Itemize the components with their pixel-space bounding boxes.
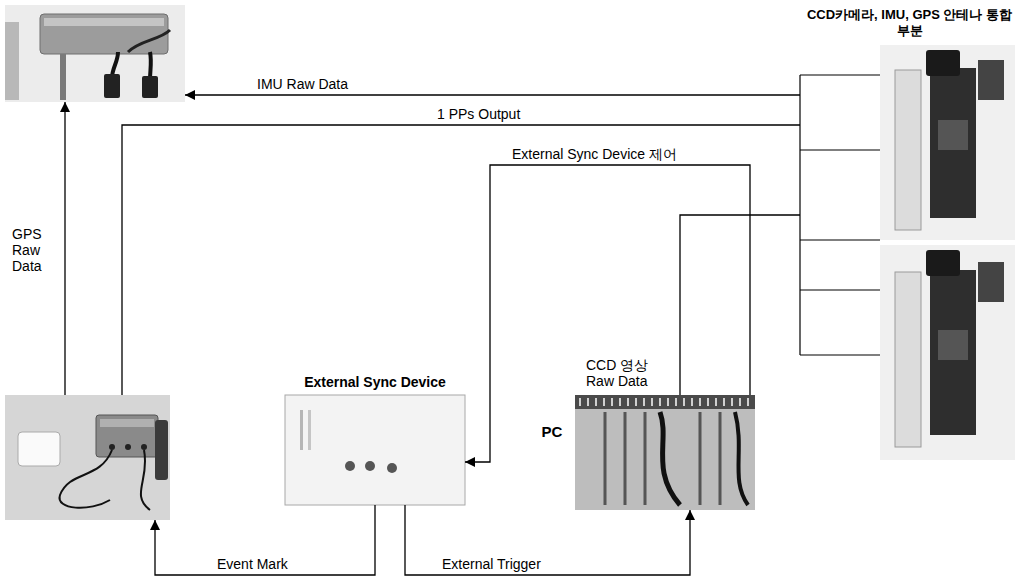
- photo-ground: [880, 245, 1015, 460]
- photo-ground: [5, 395, 170, 520]
- pc-photo: [575, 395, 755, 510]
- camera-body: [930, 68, 976, 218]
- imu-block: [978, 60, 1004, 100]
- signal-label: 1 PPs Output: [435, 106, 522, 122]
- port: [109, 444, 115, 450]
- camera-lens: [926, 50, 960, 76]
- sensor-unit-group: CCD카메라, IMU, GPS 안테나 통합부분: [800, 5, 1015, 465]
- cable: [660, 412, 680, 505]
- wire: [800, 289, 880, 290]
- imu-block: [978, 262, 1004, 302]
- signal-label: External Trigger: [440, 556, 543, 572]
- signal-label: GPS Raw Data: [10, 226, 54, 274]
- knob: [345, 461, 355, 471]
- signal-label: External Sync Device 제어: [510, 146, 679, 162]
- knob: [365, 461, 375, 471]
- vent-slots: [580, 398, 748, 406]
- photo-ground: [880, 45, 1015, 240]
- cable: [128, 30, 170, 52]
- receiver-detail: [44, 18, 164, 26]
- signal-line: [405, 505, 690, 575]
- signal-label: CCD 영상 Raw Data: [584, 357, 676, 389]
- cable: [60, 450, 112, 508]
- gps-receiver-photo: [5, 395, 170, 520]
- camera-body: [930, 270, 976, 435]
- knob: [387, 463, 397, 473]
- port: [125, 444, 131, 450]
- signal-line: [155, 505, 375, 575]
- signal-line: [680, 215, 800, 395]
- signal-line: [185, 94, 800, 95]
- pc-vent: [575, 395, 755, 409]
- signal-line: [64, 102, 65, 395]
- wire: [800, 239, 880, 240]
- sync-device-box: External Sync Device: [285, 372, 465, 505]
- wire: [800, 149, 880, 150]
- receiver-body: [96, 415, 158, 457]
- receiver-body: [40, 14, 168, 54]
- wire: [800, 74, 880, 75]
- mount-frame: [895, 70, 921, 230]
- photo-detail: [5, 22, 19, 100]
- photo-ground: [5, 5, 185, 102]
- mount-frame: [895, 272, 921, 447]
- cable: [735, 412, 748, 505]
- group-heading: CCD카메라, IMU, GPS 안테나 통합부분: [804, 7, 1015, 38]
- device-heading: PC: [530, 423, 574, 441]
- panel-detail: [308, 410, 311, 450]
- connector: [104, 74, 120, 98]
- panel-detail: [300, 410, 303, 450]
- receiver-detail: [100, 419, 154, 427]
- post: [60, 54, 66, 100]
- wire: [800, 354, 880, 355]
- signal-label: Event Mark: [215, 556, 290, 572]
- pc-box: PC: [530, 395, 755, 510]
- signal-line: [465, 165, 750, 462]
- card-slots: [605, 412, 720, 505]
- cable: [141, 450, 150, 510]
- receiver-photo: [5, 5, 185, 102]
- camera-lens: [926, 250, 960, 276]
- antenna-box: [18, 432, 60, 466]
- camera-detail: [938, 330, 968, 360]
- signal-label: IMU Raw Data: [255, 76, 350, 92]
- cable: [148, 52, 153, 80]
- device-heading: External Sync Device: [285, 374, 465, 391]
- camera-detail: [938, 120, 968, 150]
- port: [141, 444, 147, 450]
- connector: [142, 76, 158, 98]
- sync-device-panel: [285, 395, 465, 505]
- battery: [155, 420, 168, 480]
